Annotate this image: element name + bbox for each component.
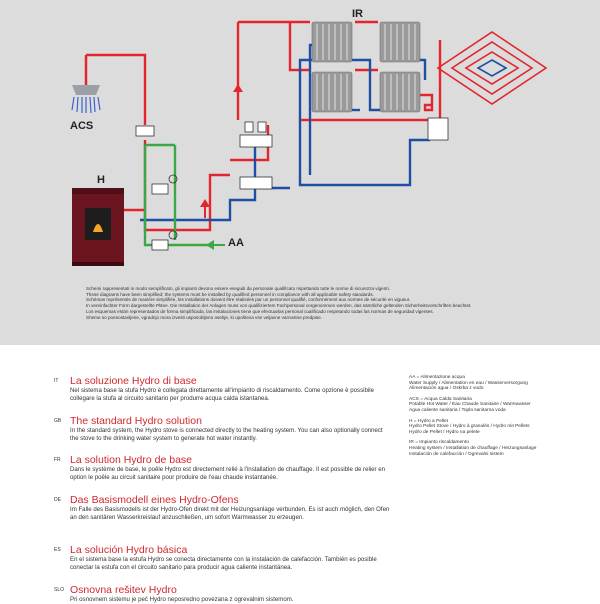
section-code: IT [54,378,59,384]
return-pipes [140,43,430,222]
disclaimer: Schemi rappresentati in modo semplificat… [86,286,526,320]
section-body: Im Falle des Basismodells ist der Hydro-… [70,506,390,521]
section-body: Pri osnovnem sistemu je peč Hydro neposr… [70,596,294,603]
legend-line: AA = Alimentazione acqua [409,375,465,380]
section-code: SLO [54,587,65,593]
cold-water-pipes [143,143,210,247]
legend-line: Water Supply / Alimentation en eau / Was… [409,380,528,386]
heating-diagram [71,20,548,266]
section-body: In the standard system, the Hydro stove … [70,427,383,442]
legend-line: Hydro de Pellet / Hydro na pelete [409,429,480,435]
diagram-panel: IR ACS H AA Schemi rappresentati in modo… [0,0,600,345]
disclaimer-line: Schemi rappresentati in modo semplificat… [86,286,390,291]
pellet-stove [72,188,124,266]
shower-icon [71,55,101,114]
valve-icon [135,121,267,251]
radiator [311,21,421,113]
pump-icon [168,174,178,240]
section-body: Nel sistema base la stufa Hydro è colleg… [70,387,374,402]
legend-line: Heating system / Installation de chauffa… [409,445,537,451]
label-acs: ACS [70,120,94,132]
floor-heating-coil [436,31,548,105]
section-body: En el sistema base la estufa Hydro se co… [70,556,377,571]
manifold-upper [239,134,273,148]
disclaimer-line: These diagrams have been simplified; the… [86,291,374,297]
label-ir: IR [352,8,363,20]
legend-group-acs: ACS = Acqua Calda Sanitaria Potable Hot … [409,397,589,414]
section-title: La solución Hydro básica [70,544,188,556]
legend-line: Instalación de calefacción / Ogrevalni s… [409,451,504,457]
section-title: The standard Hydro solution [70,415,202,427]
section-title: Das Basismodell eines Hydro-Ofens [70,494,239,506]
legend-line: IR = Impianto riscaldamento [409,440,469,446]
label-h: H [97,174,105,186]
section-code: ES [54,547,61,553]
legend-group-ir: IR = Impianto riscaldamento Heating syst… [409,440,589,457]
section-title: La soluzione Hydro di base [70,375,197,387]
legend-group-h: H = Hydro a Pellet Hydro Pellet Stove / … [409,419,589,436]
section-title: Osnovna rešitev Hydro [70,584,177,596]
disclaimer-line: In vereinfachter Form dargestellte Pläne… [86,303,472,309]
legend-line: Hydro Pellet Stove / Hydro à granulés / … [409,424,530,430]
section-code: DE [54,497,61,503]
section-title: La solution Hydro de base [70,454,192,466]
legend-line: ACS = Acqua Calda Sanitaria [409,396,472,402]
legend-line: H = Hydro a Pellet [409,418,449,424]
section-body: Dans le système de base, le poêle Hydro … [70,466,386,481]
legend: AA = Alimentazione acqua Water Supply / … [409,375,589,462]
disclaimer-line: Sheme so poenostavljene, vgradnjo mora i… [86,314,322,320]
label-aa: AA [228,237,244,249]
section-code: FR [54,457,61,463]
disclaimer-line: Los esquemas están representados de form… [86,308,434,314]
flow-arrow-icon [200,84,243,250]
legend-line: Alimentación agua / Oskrba z vodo [409,386,484,392]
mixing-unit [427,117,449,141]
manifold-lower [239,176,273,190]
section-code: GB [54,418,62,424]
disclaimer-line: Schémas représentés de manière simplifié… [86,297,411,303]
legend-line: Potable Hot Water / Eau Chaude Sanitaire… [409,402,531,408]
legend-group-aa: AA = Alimentazione acqua Water Supply / … [409,375,589,392]
legend-line: Agua caliente sanitaria / Topla sanitarn… [409,407,506,413]
